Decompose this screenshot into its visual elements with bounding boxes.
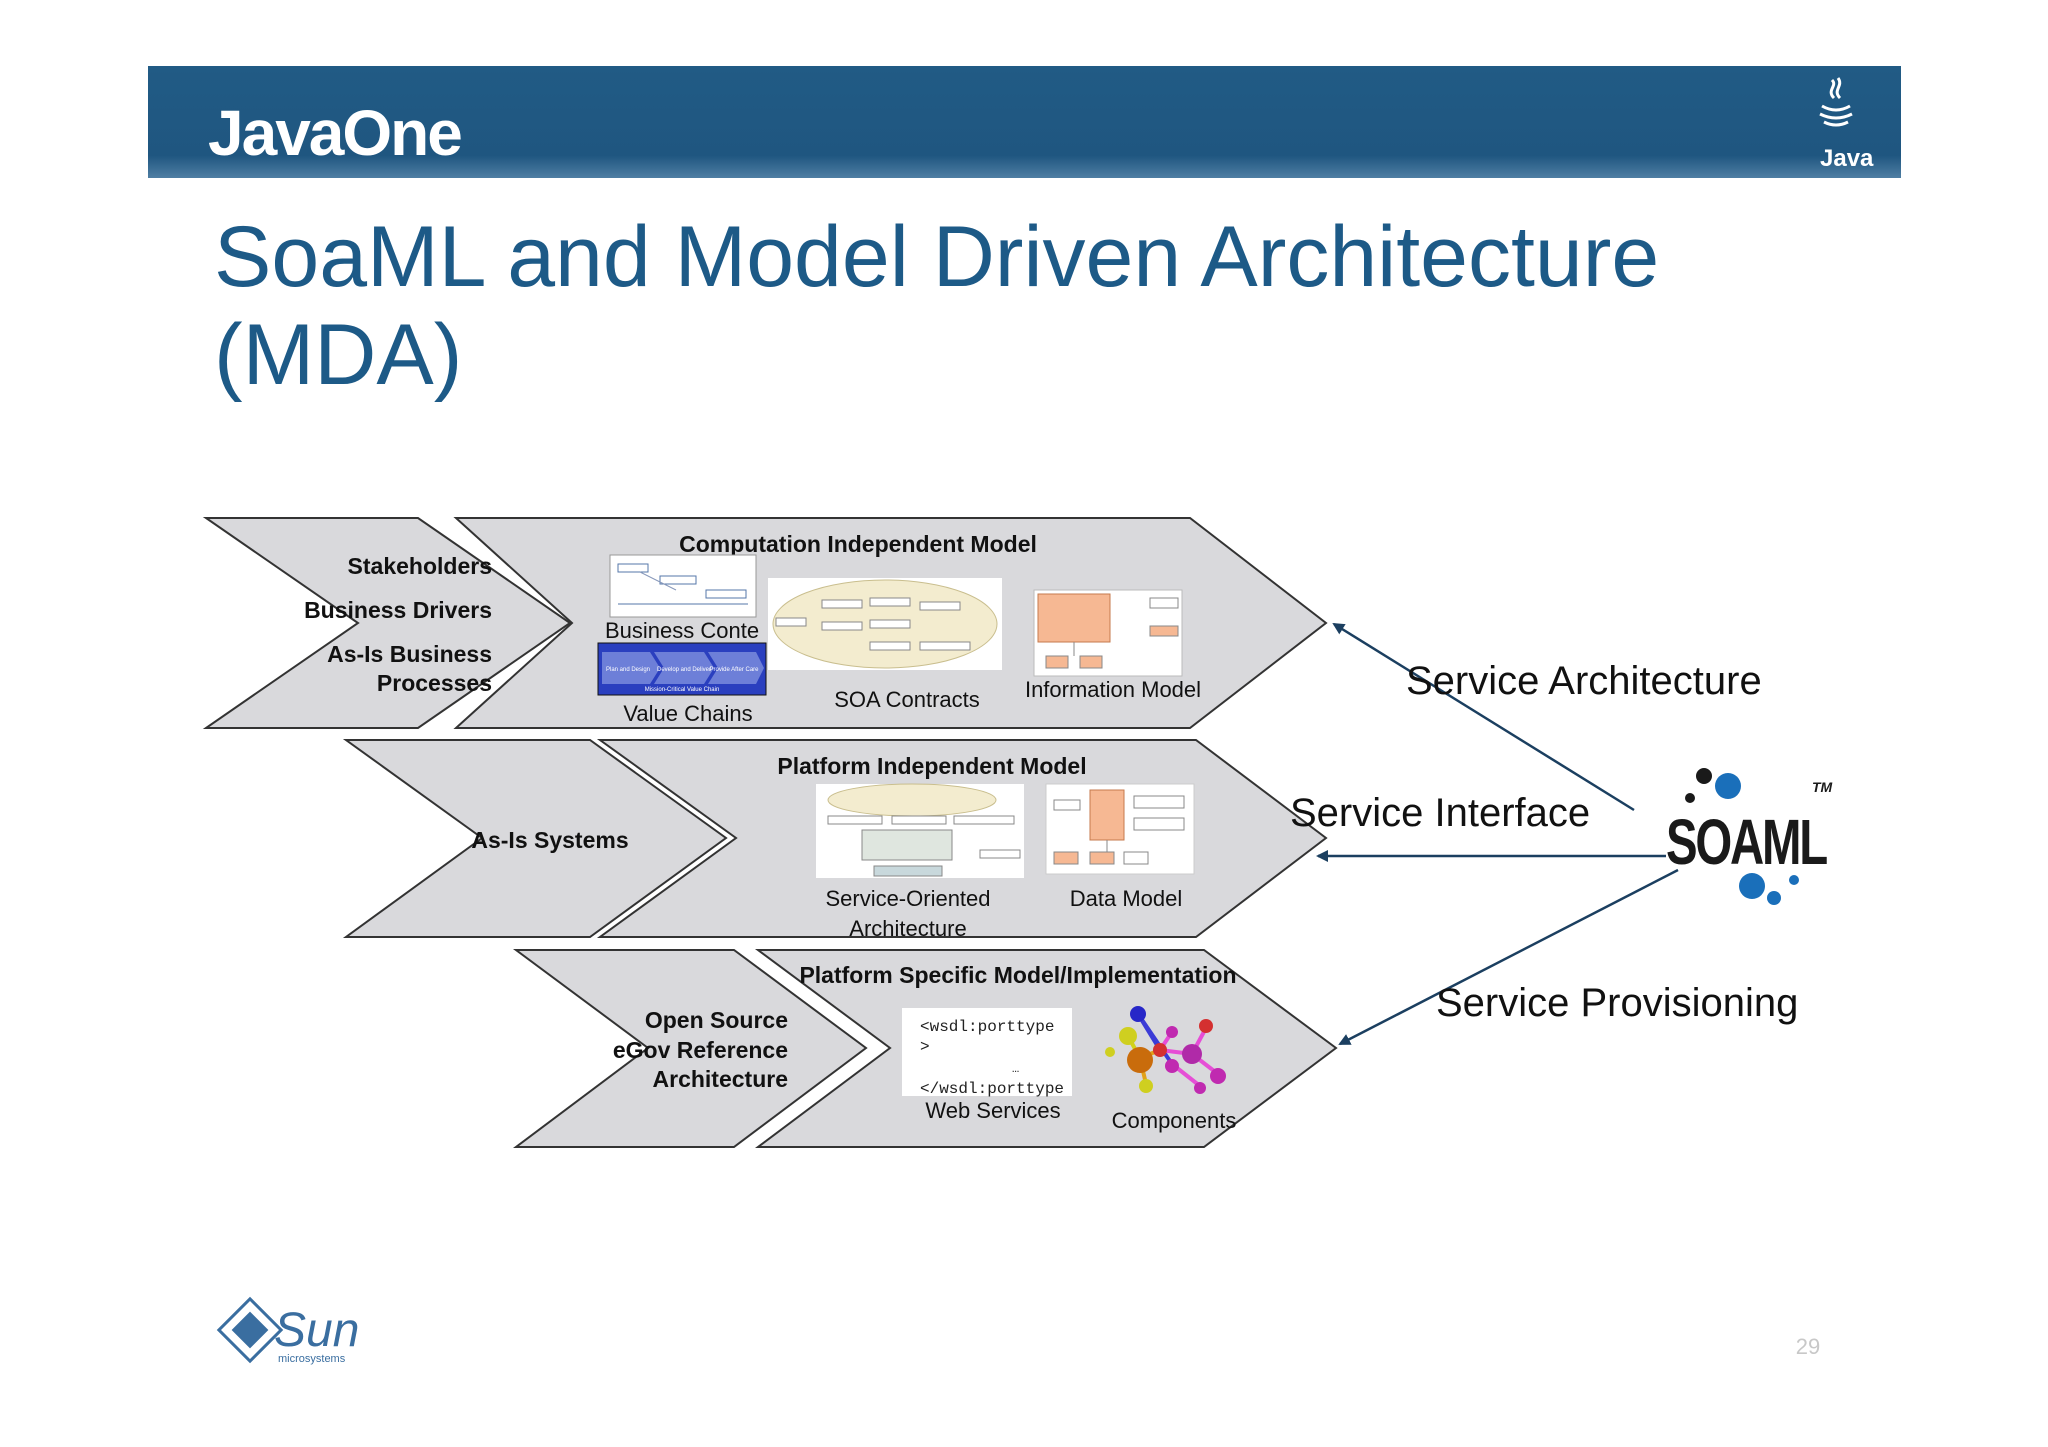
service-oriented-architecture-thumbnail: [816, 783, 1024, 878]
service-interface-label: Service Interface: [1290, 791, 1590, 835]
connector-arrows: [1316, 622, 1679, 1046]
soa-contracts-label: SOA Contracts: [834, 687, 980, 712]
svg-text:TM: TM: [1812, 779, 1833, 795]
pim-title: Platform Independent Model: [777, 753, 1086, 779]
psm-left-item: Open Source: [645, 1007, 788, 1033]
service-provisioning-arrow: [1338, 868, 1679, 1046]
cim-title: Computation Independent Model: [679, 531, 1037, 557]
page-number: 29: [1796, 1334, 1820, 1359]
psm-left-item: eGov Reference: [613, 1037, 788, 1063]
svg-text:Plan and Design: Plan and Design: [606, 667, 650, 673]
information-model-label: Information Model: [1025, 677, 1201, 702]
svg-text:Sun: Sun: [274, 1304, 359, 1357]
components-label: Components: [1112, 1108, 1237, 1133]
psm-row: Open Source eGov Reference Architecture …: [512, 949, 1338, 1148]
pim-left-chevron: [342, 739, 728, 938]
psm-left-chevron: [512, 949, 868, 1148]
business-context-label: Business Conte: [605, 618, 759, 643]
svg-text:Mission-Critical Value Chain: Mission-Critical Value Chain: [645, 687, 720, 693]
soaml-logo: SOAML TM: [1666, 768, 1833, 905]
cim-left-chevron: [202, 517, 572, 729]
cim-left-item: As-Is Business: [327, 641, 492, 667]
information-model-thumbnail: [1033, 589, 1183, 677]
svg-text:SOAML: SOAML: [1666, 806, 1827, 878]
service-architecture-label: Service Architecture: [1406, 659, 1762, 703]
business-context-thumbnail: [609, 554, 757, 618]
slide-title-line1: SoaML and Model Driven Architecture: [214, 209, 1659, 305]
header-bar: JavaOne Java: [148, 66, 1901, 178]
value-chains-thumbnail: Plan and Design Develop and Deliver Prov…: [597, 642, 767, 696]
soa-contracts-thumbnail: [768, 578, 1002, 670]
javaone-logo: JavaOne: [208, 97, 461, 169]
components-molecule-icon: [1105, 1006, 1226, 1094]
sun-microsystems-logo: Sun microsystems: [216, 1296, 359, 1365]
cim-row: Stakeholders Business Drivers As-Is Busi…: [202, 517, 1328, 729]
svg-text:Develop and Deliver: Develop and Deliver: [657, 667, 711, 673]
data-model-label: Data Model: [1070, 886, 1183, 911]
service-architecture-arrow: [1332, 622, 1635, 812]
svg-text:>: >: [920, 1038, 930, 1056]
psm-title: Platform Specific Model/Implementation: [799, 962, 1236, 988]
pim-row: As-Is Systems Platform Independent Model…: [342, 739, 1328, 941]
svg-text:microsystems: microsystems: [278, 1353, 346, 1365]
slide-title-line2: (MDA): [214, 307, 462, 403]
svg-text:Provide After Care: Provide After Care: [709, 667, 759, 673]
svg-text:Java: Java: [1820, 145, 1874, 172]
cim-left-item: Business Drivers: [304, 597, 492, 623]
cim-left-item: Processes: [377, 670, 492, 696]
java-logo: Java: [1819, 77, 1874, 172]
cim-left-item: Stakeholders: [348, 553, 492, 579]
svg-text:</wsdl:porttype: </wsdl:porttype: [920, 1080, 1064, 1098]
web-services-label: Web Services: [925, 1098, 1060, 1123]
service-provisioning-label: Service Provisioning: [1436, 981, 1798, 1025]
psm-left-item: Architecture: [653, 1066, 788, 1092]
soa-label-line2: Architecture: [849, 916, 966, 941]
wsdl-code-box: <wsdl:porttype > … </wsdl:porttype: [902, 1008, 1072, 1098]
svg-text:<wsdl:porttype: <wsdl:porttype: [920, 1018, 1054, 1036]
svg-text:…: …: [1012, 1062, 1019, 1076]
pim-left-item: As-Is Systems: [471, 827, 628, 853]
soa-label-line1: Service-Oriented: [825, 886, 990, 911]
value-chains-label: Value Chains: [623, 701, 752, 726]
data-model-thumbnail: [1045, 783, 1195, 875]
